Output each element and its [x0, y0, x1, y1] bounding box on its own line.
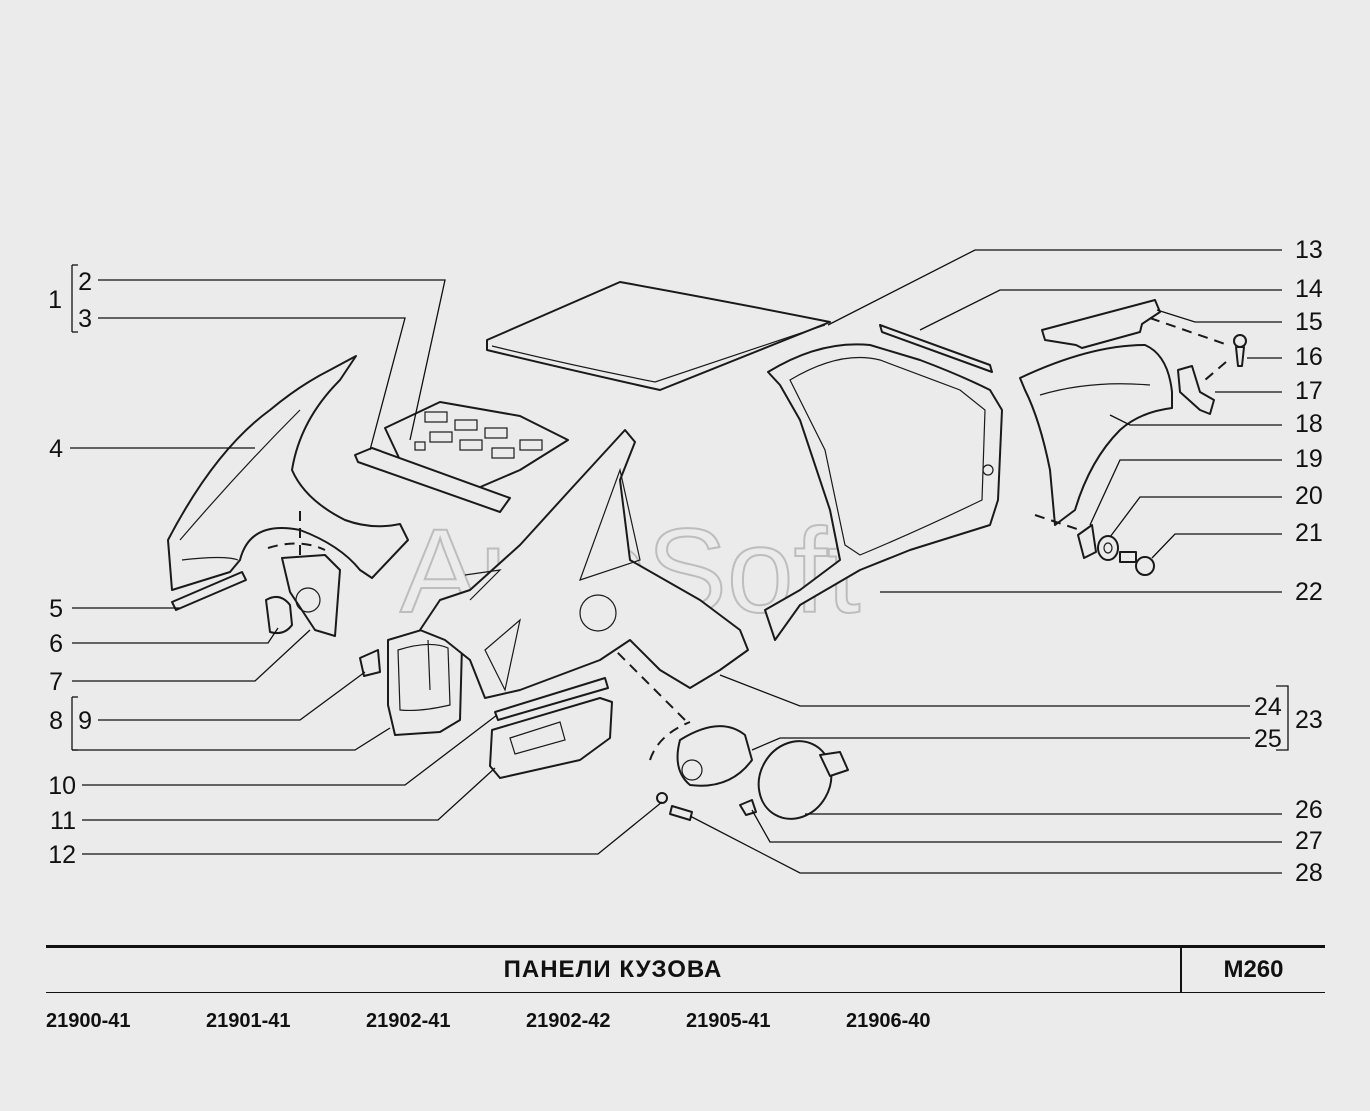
section-code: M260	[1223, 956, 1284, 983]
body-panels-diagram: AutoSoft	[48, 236, 1323, 887]
page-title: ПАНЕЛИ КУЗОВА	[503, 956, 723, 983]
label-16: 16	[1295, 343, 1323, 371]
label-5: 5	[49, 595, 63, 623]
sill-strip-left	[171, 571, 247, 611]
nut	[656, 792, 668, 804]
label-1: 1	[48, 286, 62, 314]
assembly-lines	[267, 317, 1229, 761]
label-12: 12	[48, 841, 76, 869]
label-10: 10	[48, 772, 76, 800]
roof-rail-strip	[879, 324, 993, 373]
pad	[265, 595, 293, 635]
screw	[1119, 551, 1155, 576]
fender-bracket	[1041, 299, 1161, 349]
label-19: 19	[1295, 445, 1323, 473]
model-code: 21902-42	[526, 1010, 611, 1032]
label-27: 27	[1295, 827, 1323, 855]
right-labels: 13 14 15 16 17 18 19 20 21 22 23 24 25 2…	[1254, 236, 1323, 887]
label-21: 21	[1295, 519, 1323, 547]
label-24: 24	[1254, 693, 1282, 721]
rear-side-frame	[419, 429, 749, 699]
label-4: 4	[49, 435, 63, 463]
fuel-filler-housing	[676, 725, 753, 787]
small-bracket	[359, 649, 381, 677]
front-fender	[1019, 344, 1173, 526]
label-17: 17	[1295, 377, 1323, 405]
fender-mount-bracket	[1177, 365, 1215, 415]
left-labels: 1 2 3 4 5 6 7 8 9 10 11 12	[48, 268, 92, 869]
title-divider	[1180, 948, 1182, 992]
clip	[1077, 524, 1097, 559]
leader-lines	[70, 249, 1289, 874]
label-28: 28	[1295, 859, 1323, 887]
title-bar: ПАНЕЛИ КУЗОВА M260	[46, 945, 1325, 993]
label-9: 9	[78, 707, 92, 735]
model-code: 21905-41	[686, 1010, 771, 1032]
label-23: 23	[1295, 706, 1323, 734]
bolt	[1233, 334, 1247, 367]
label-22: 22	[1295, 578, 1323, 606]
model-code: 21901-41	[206, 1010, 291, 1032]
label-13: 13	[1295, 236, 1323, 264]
label-15: 15	[1295, 308, 1323, 336]
label-20: 20	[1295, 482, 1323, 510]
rear-wing-left	[167, 355, 409, 591]
model-code: 21906-40	[846, 1010, 931, 1032]
front-side-frame	[764, 343, 1003, 641]
label-8: 8	[49, 707, 63, 735]
label-26: 26	[1295, 796, 1323, 824]
label-14: 14	[1295, 275, 1323, 303]
inner-wheel-arch-left	[281, 554, 341, 637]
sill-inner-panel	[489, 697, 613, 779]
roof-panel	[486, 281, 831, 391]
model-code: 21900-41	[46, 1010, 131, 1032]
label-6: 6	[49, 630, 63, 658]
label-11: 11	[50, 807, 76, 835]
model-code: 21902-41	[366, 1010, 451, 1032]
fuel-filler-door	[757, 740, 849, 820]
rear-panel	[354, 401, 569, 513]
label-25: 25	[1254, 725, 1282, 753]
label-3: 3	[78, 305, 92, 333]
door-screw	[669, 805, 693, 821]
washer	[1097, 535, 1119, 561]
label-18: 18	[1295, 410, 1323, 438]
label-7: 7	[49, 668, 63, 696]
label-2: 2	[78, 268, 92, 296]
sill-strip-right	[494, 677, 609, 721]
